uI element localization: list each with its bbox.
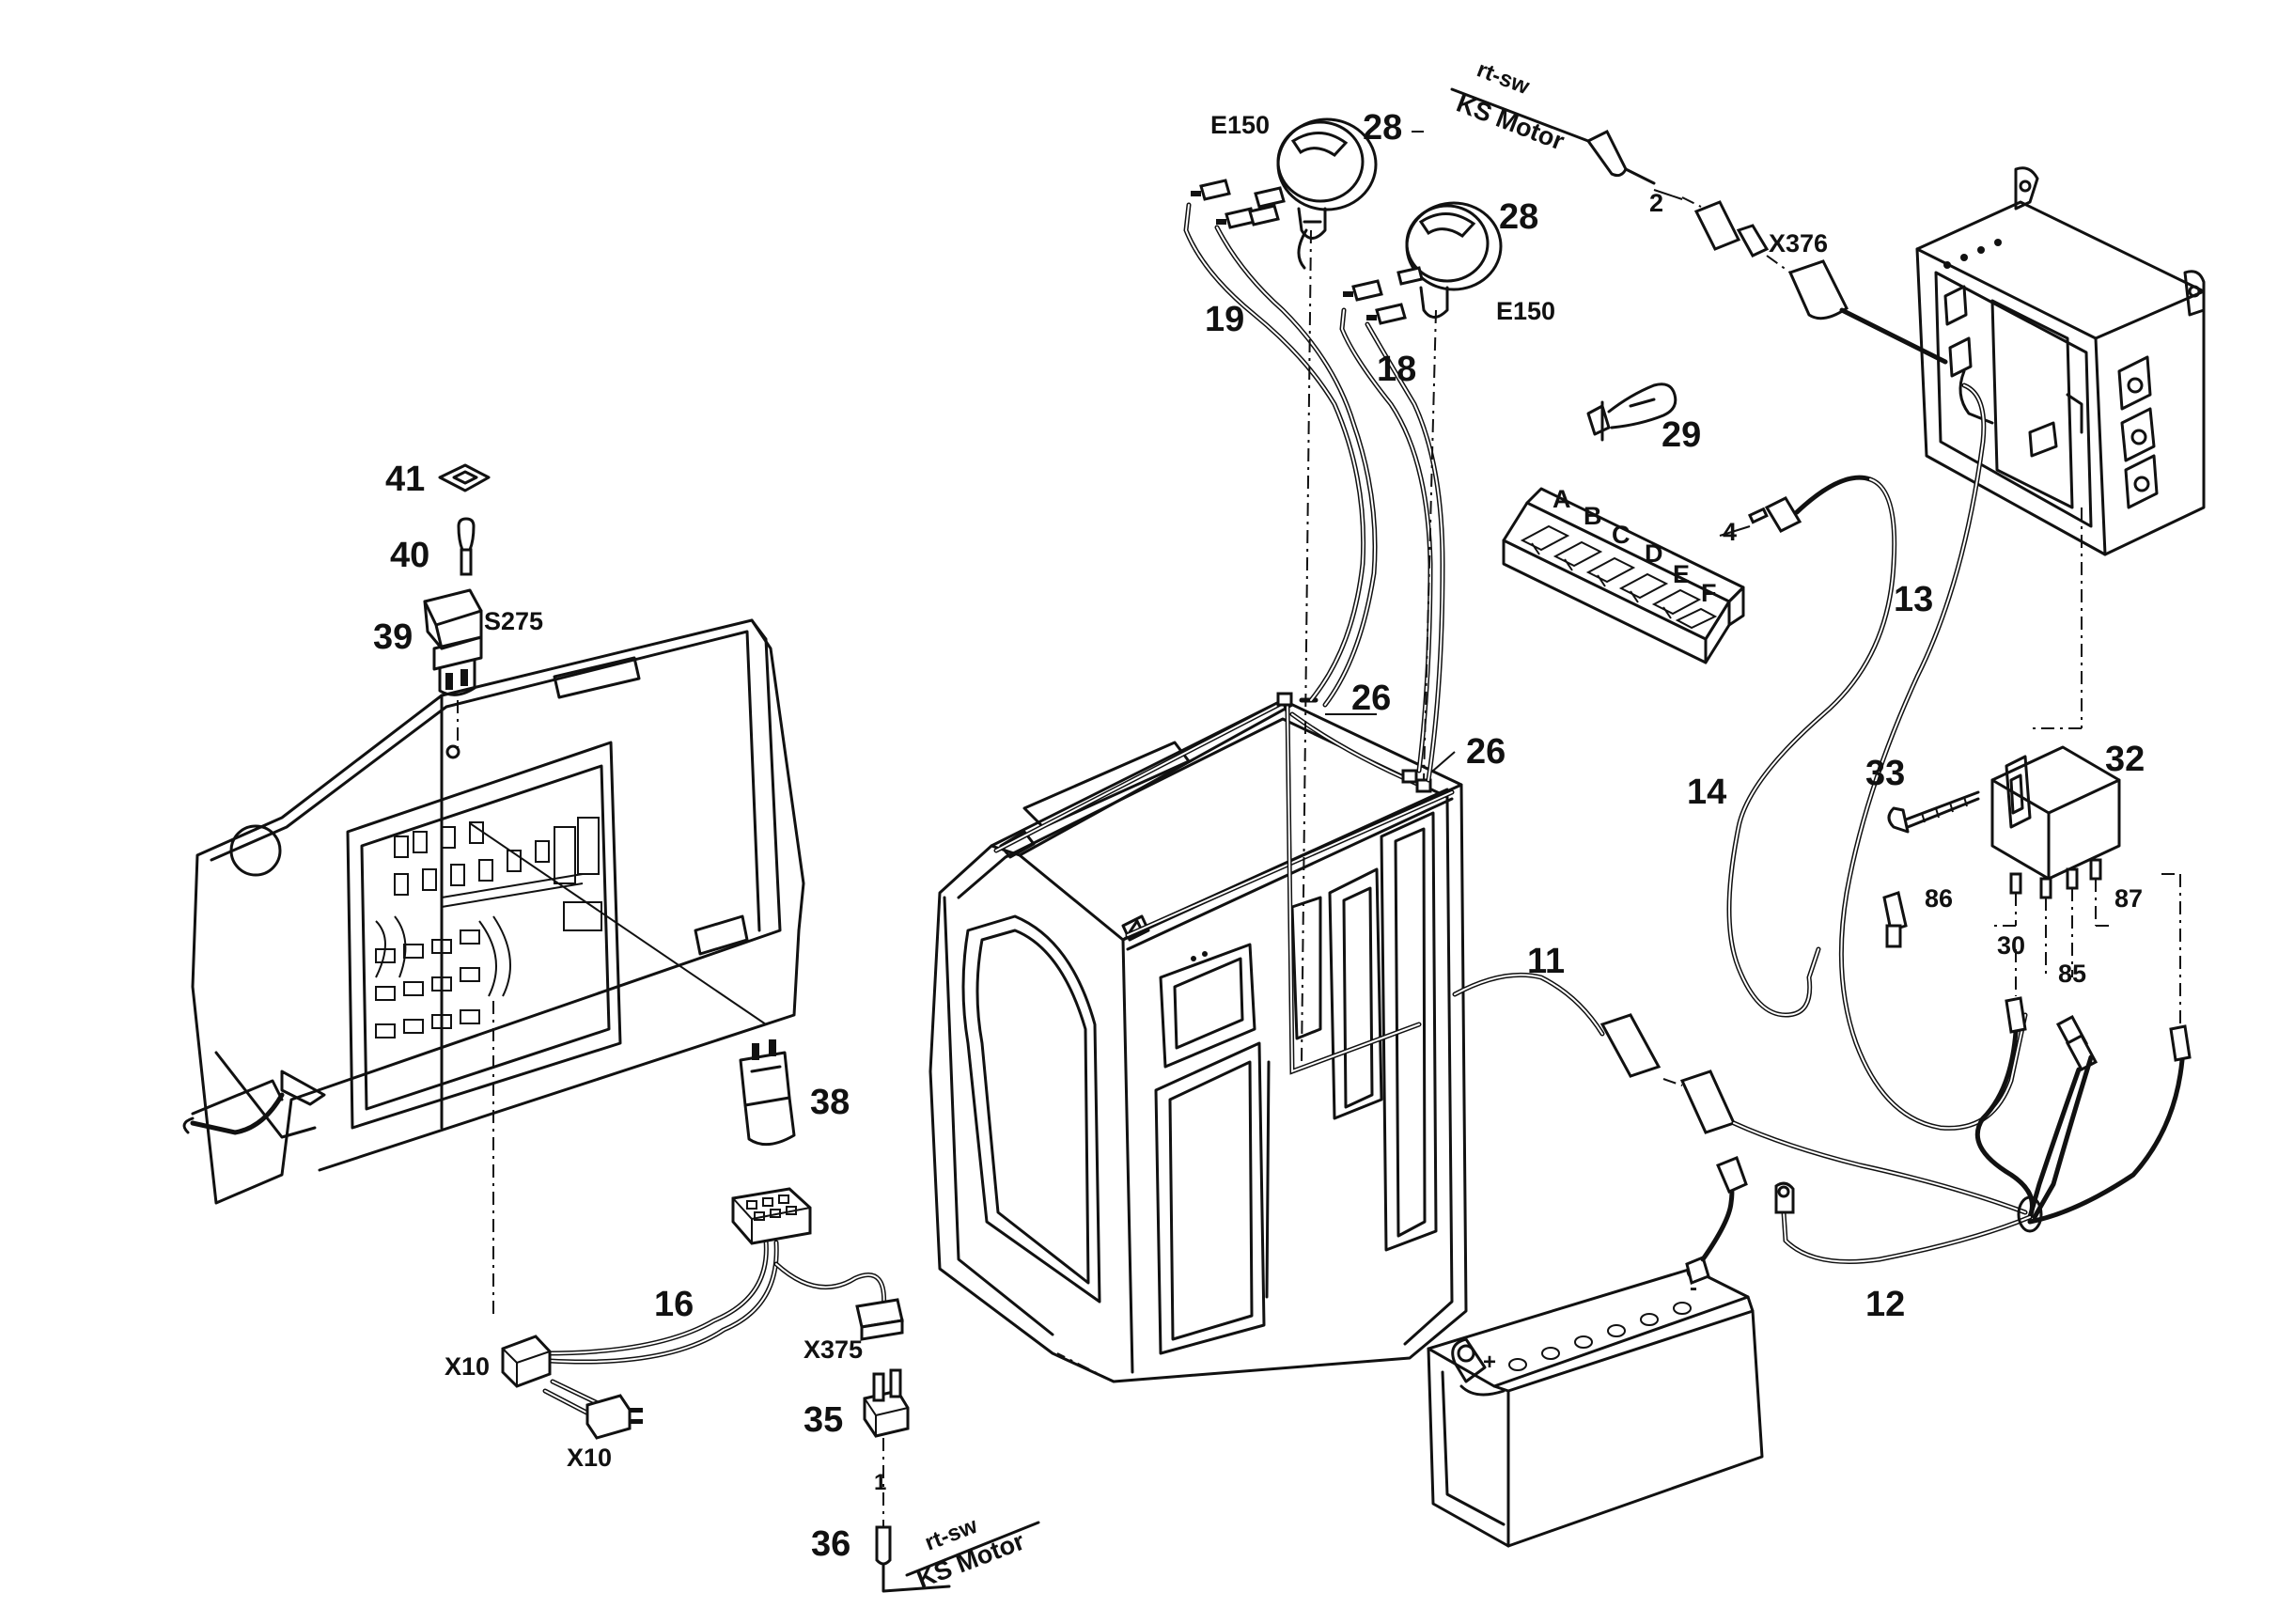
callout-labels: 41 40 39 S275 38 16 X10 X10 X375 35 1 36… [373,108,2145,1564]
console-housing [182,618,805,1205]
label-x10-b: X10 [567,1444,612,1472]
callout-33: 33 [1865,754,1905,793]
label-e150-b: E150 [1496,297,1555,325]
callout-16: 16 [654,1285,694,1324]
screw-33 [1887,790,1980,834]
svg-text:rt-sw: rt-sw [1474,56,1534,100]
worklight-28-left [1276,117,1378,240]
relay-32 [1990,745,2121,899]
callout-40: 40 [390,536,429,575]
cab-frame [928,698,1468,1383]
callout-4: 4 [1723,518,1737,546]
connector-x376 [1693,200,1948,365]
callout-29: 29 [1662,415,1701,455]
svg-text:+: + [1483,1350,1496,1375]
callout-28-a: 28 [1363,108,1402,148]
callout-13: 13 [1894,580,1933,619]
bulb-40 [457,517,476,576]
wire-4 [1747,475,1873,533]
fuse-label-d: D [1645,539,1663,568]
terminal-85: 85 [2058,960,2086,988]
harness-16 [501,1187,904,1440]
label-x376: X376 [1769,229,1828,258]
callout-12: 12 [1865,1285,1905,1324]
fuse-label-b: B [1584,502,1602,530]
fuse-label-e: E [1673,560,1690,588]
callout-39: 39 [373,617,413,657]
terminal-86: 86 [1925,884,1953,913]
cable-11 [1452,972,2028,1215]
callout-19: 19 [1205,300,1244,339]
label-s275: S275 [484,607,543,635]
cable-12 [1774,1029,2185,1264]
callout-41: 41 [385,460,425,499]
callout-2: 2 [1649,189,1663,217]
fuse-block [1502,487,1745,664]
wire-19 [1183,179,1378,708]
callout-36: 36 [811,1524,850,1564]
roof-wiring-26 [993,692,1455,1075]
worklight-28-right [1405,201,1503,319]
terminal-30: 30 [1997,931,2025,960]
battery: + - [1427,1156,1764,1548]
callout-14: 14 [1687,773,1726,812]
cable-13-14 [1726,383,2028,1131]
terminal-36 [875,1521,1040,1593]
relay-terminals [2005,996,2192,1072]
terminal-2 [1585,129,1702,208]
connector-35 [863,1368,910,1527]
relay-38 [739,1039,796,1147]
note-bottom: rt-sw KS Motor [913,1513,1028,1594]
callout-28-b: 28 [1499,197,1538,237]
svg-text:KS Motor: KS Motor [1453,89,1568,156]
switch-39 [423,588,483,752]
label-e150-a: E150 [1210,111,1270,139]
callout-18: 18 [1377,350,1416,389]
callout-26-a: 26 [1351,679,1391,718]
leader-lines [1325,131,1751,772]
terminal-87: 87 [2114,884,2143,913]
fuse-label-c: C [1612,521,1630,549]
callout-11: 11 [1527,942,1565,981]
callout-35: 35 [804,1400,843,1440]
callout-32: 32 [2105,740,2145,779]
callout-38: 38 [810,1083,850,1122]
note-top: rt-sw KS Motor [1450,56,1590,156]
label-x375: X375 [804,1335,863,1364]
control-box [1915,166,2206,556]
fuse-label-a: A [1552,485,1571,513]
label-x10-a: X10 [445,1352,490,1381]
callout-26-b: 26 [1466,732,1506,772]
callout-1: 1 [874,1470,886,1495]
fuse-label-f: F [1701,579,1717,607]
bulb-29 [1586,383,1677,442]
svg-text:-: - [1690,1275,1697,1301]
cap-41 [438,463,491,492]
